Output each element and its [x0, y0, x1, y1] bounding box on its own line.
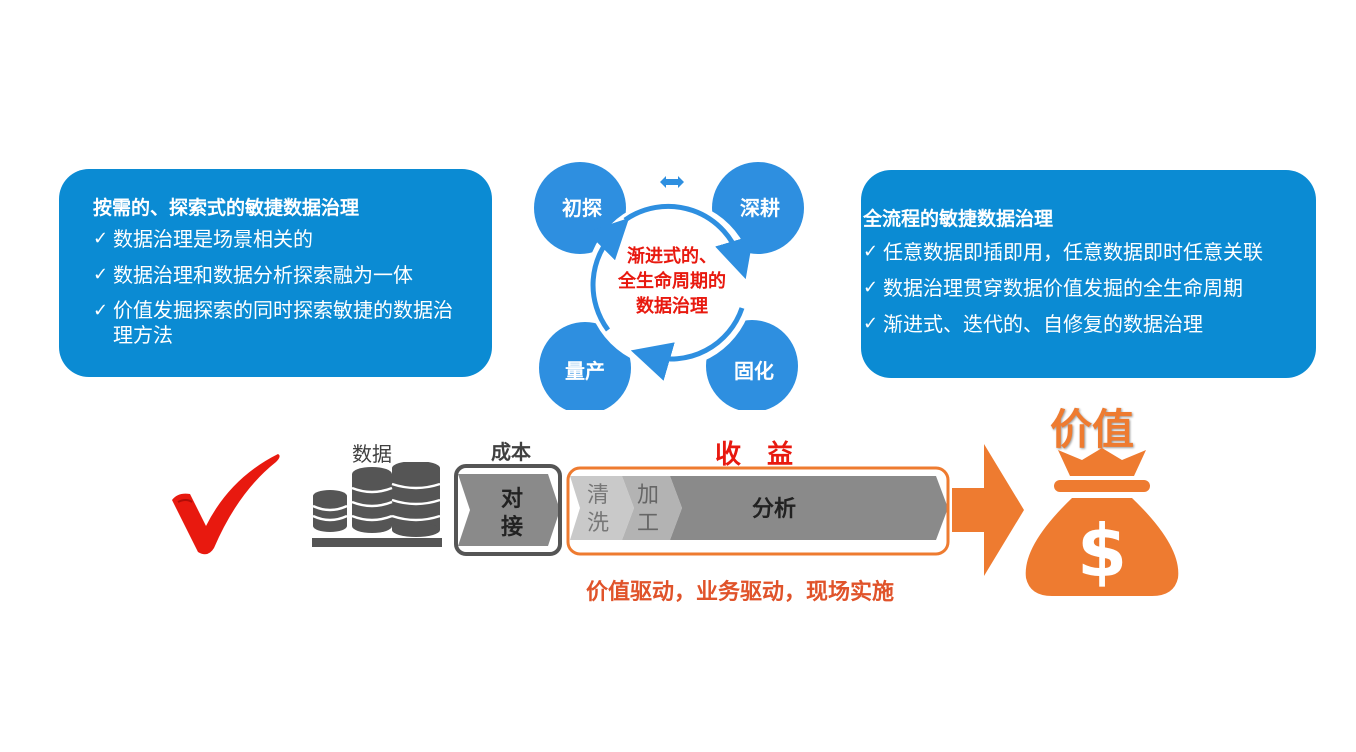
- pipeline-step-connect: [458, 474, 560, 546]
- pipeline-step-process: [622, 476, 682, 540]
- left-feature-panel: 按需的、探索式的敏捷数据治理 ✓ 数据治理是场景相关的 ✓ 数据治理和数据分析探…: [59, 169, 492, 377]
- check-icon: ✓: [863, 241, 879, 262]
- check-icon: ✓: [93, 300, 109, 321]
- cost-highlight-frame: [454, 464, 562, 556]
- check-icon: ✓: [863, 277, 879, 298]
- left-panel-item: ✓ 数据治理和数据分析探索融为一体: [93, 262, 462, 288]
- cycle-node-label: 量产: [565, 359, 605, 383]
- step-label-process-1: 加: [637, 483, 659, 508]
- bidirectional-arrow-icon: [660, 176, 684, 188]
- database-stack-icon: [312, 462, 442, 547]
- step-label-connect-2: 接: [501, 515, 523, 540]
- left-panel-item: ✓ 数据治理是场景相关的: [93, 226, 462, 252]
- right-feature-panel: 全流程的敏捷数据治理 ✓ 任意数据即插即用，任意数据即时任意关联 ✓ 数据治理贯…: [861, 170, 1316, 378]
- cycle-node-label: 固化: [734, 359, 774, 383]
- pipeline-step-analyze: [670, 476, 948, 540]
- lifecycle-cycle-diagram: 初探 深耕 量产 固化 渐进式的、 全生命周期的 数据治理: [534, 162, 804, 410]
- right-panel-item-text: 渐进式、迭代的、自修复的数据治理: [883, 312, 1203, 336]
- step-label-connect-1: 对: [501, 487, 523, 512]
- cycle-center-line: 全生命周期的: [617, 270, 726, 292]
- right-panel-item-text: 数据治理贯穿数据价值发掘的全生命周期: [883, 276, 1243, 300]
- check-icon: ✓: [93, 228, 109, 249]
- left-panel-item-text: 数据治理是场景相关的: [113, 227, 313, 251]
- cycle-node-circle: [539, 322, 631, 410]
- cycle-center-line: 数据治理: [636, 295, 708, 317]
- cycle-center-line: 渐进式的、: [627, 245, 717, 267]
- left-panel-item-text: 价值发掘探索的同时探索敏捷的数据治理方法: [113, 298, 453, 347]
- right-panel-item: ✓ 渐进式、迭代的、自修复的数据治理: [863, 311, 1316, 337]
- step-label-clean-2: 洗: [587, 511, 609, 536]
- value-arrow-icon: [952, 444, 1024, 576]
- cycle-arrow: [586, 217, 630, 332]
- revenue-label: 收 益: [715, 440, 794, 470]
- cycle-arrow: [630, 307, 745, 381]
- pipeline-flow: 对 接 清 洗 加 工 分析: [454, 464, 950, 556]
- left-panel-title: 按需的、探索式的敏捷数据治理: [93, 197, 360, 219]
- bottom-caption: 价值驱动，业务驱动，现场实施: [586, 580, 895, 605]
- cycle-node-label: 初探: [562, 196, 602, 220]
- cost-label: 成本: [491, 440, 531, 464]
- left-panel-item: ✓ 价值发掘探索的同时探索敏捷的数据治理方法: [93, 298, 462, 348]
- check-icon: ✓: [863, 313, 879, 334]
- revenue-highlight-frame: [566, 466, 950, 556]
- step-label-process-2: 工: [637, 511, 659, 536]
- right-panel-title: 全流程的敏捷数据治理: [863, 208, 1054, 230]
- check-icon: ✓: [93, 264, 109, 285]
- step-label-analyze: 分析: [752, 497, 796, 522]
- right-panel-item-text: 任意数据即插即用，任意数据即时任意关联: [883, 240, 1263, 264]
- dollar-sign: $: [1077, 509, 1127, 593]
- pipeline-step-clean: [570, 476, 634, 540]
- step-label-clean-1: 清: [587, 483, 609, 508]
- right-panel-item: ✓ 数据治理贯穿数据价值发掘的全生命周期: [863, 275, 1316, 301]
- value-label: 价值: [1050, 405, 1135, 454]
- cycle-node-label: 深耕: [740, 196, 780, 220]
- left-panel-item-text: 数据治理和数据分析探索融为一体: [113, 263, 413, 287]
- cycle-arrow: [623, 203, 754, 280]
- right-panel-item: ✓ 任意数据即插即用，任意数据即时任意关联: [863, 239, 1316, 265]
- money-bag-icon: $: [1025, 448, 1179, 596]
- red-checkmark-icon: [172, 454, 280, 555]
- data-label: 数据: [352, 442, 392, 466]
